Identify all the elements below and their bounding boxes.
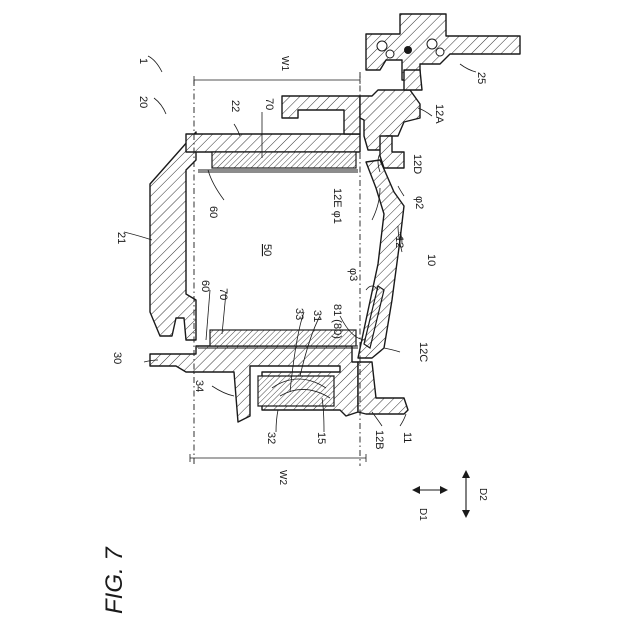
coil-70-top [212, 152, 356, 168]
label-ref-70-bottom: 70 [217, 288, 229, 300]
label-ref-phi3: φ3 [347, 268, 359, 281]
wall-22 [186, 134, 360, 152]
bracket-12D [380, 136, 404, 168]
label-ref-11: 11 [401, 432, 413, 443]
label-ref-34: 34 [193, 380, 205, 392]
bracket-25 [366, 14, 520, 80]
label-dir-D2: D2 [477, 488, 488, 501]
label-ref-30: 30 [111, 352, 123, 364]
label-ref-70-top: 70 [263, 98, 275, 110]
bolt-circle [404, 46, 412, 54]
label-ref-60-top: 60 [207, 206, 219, 218]
direction-arrow-d1 [412, 486, 448, 494]
label-ref-12A: 12A [433, 104, 445, 124]
label-dim-W2: W2 [277, 470, 288, 485]
hole-right [427, 39, 437, 49]
label-ref-60-bottom: 60 [199, 280, 211, 292]
label-ref-50: 50 [261, 244, 273, 256]
label-ref-15: 15 [315, 432, 327, 444]
direction-arrow-d2 [462, 470, 470, 518]
label-dir-D1: D1 [417, 508, 428, 521]
body-12 [358, 160, 404, 358]
label-ref-phi2: φ2 [413, 196, 425, 209]
label-ref-12D: 12D [411, 154, 423, 174]
flange-11 [358, 362, 408, 414]
label-dim-W1: W1 [279, 56, 290, 71]
label-ref-22: 22 [229, 100, 241, 112]
label-ref-12: 12 [393, 236, 405, 248]
hole-left [377, 41, 387, 51]
label-ref-20: 20 [137, 96, 149, 108]
label-ref-12C: 12C [417, 342, 429, 362]
figure-title: FIG. 7 [101, 546, 128, 614]
label-ref-1: 1 [137, 58, 149, 64]
label-ref-32: 32 [265, 432, 277, 444]
label-ref-81-80: 81 (80) [331, 304, 343, 339]
top-slot-piece [282, 96, 360, 134]
label-ref-33: 33 [293, 308, 305, 320]
label-ref-31: 31 [311, 310, 323, 322]
housing-21 [150, 132, 196, 340]
label-ref-12E-phi1: 12E φ1 [331, 188, 343, 224]
label-ref-10: 10 [425, 254, 437, 266]
label-ref-21: 21 [115, 232, 127, 244]
label-ref-25: 25 [475, 72, 487, 84]
label-ref-12B: 12B [373, 430, 385, 450]
